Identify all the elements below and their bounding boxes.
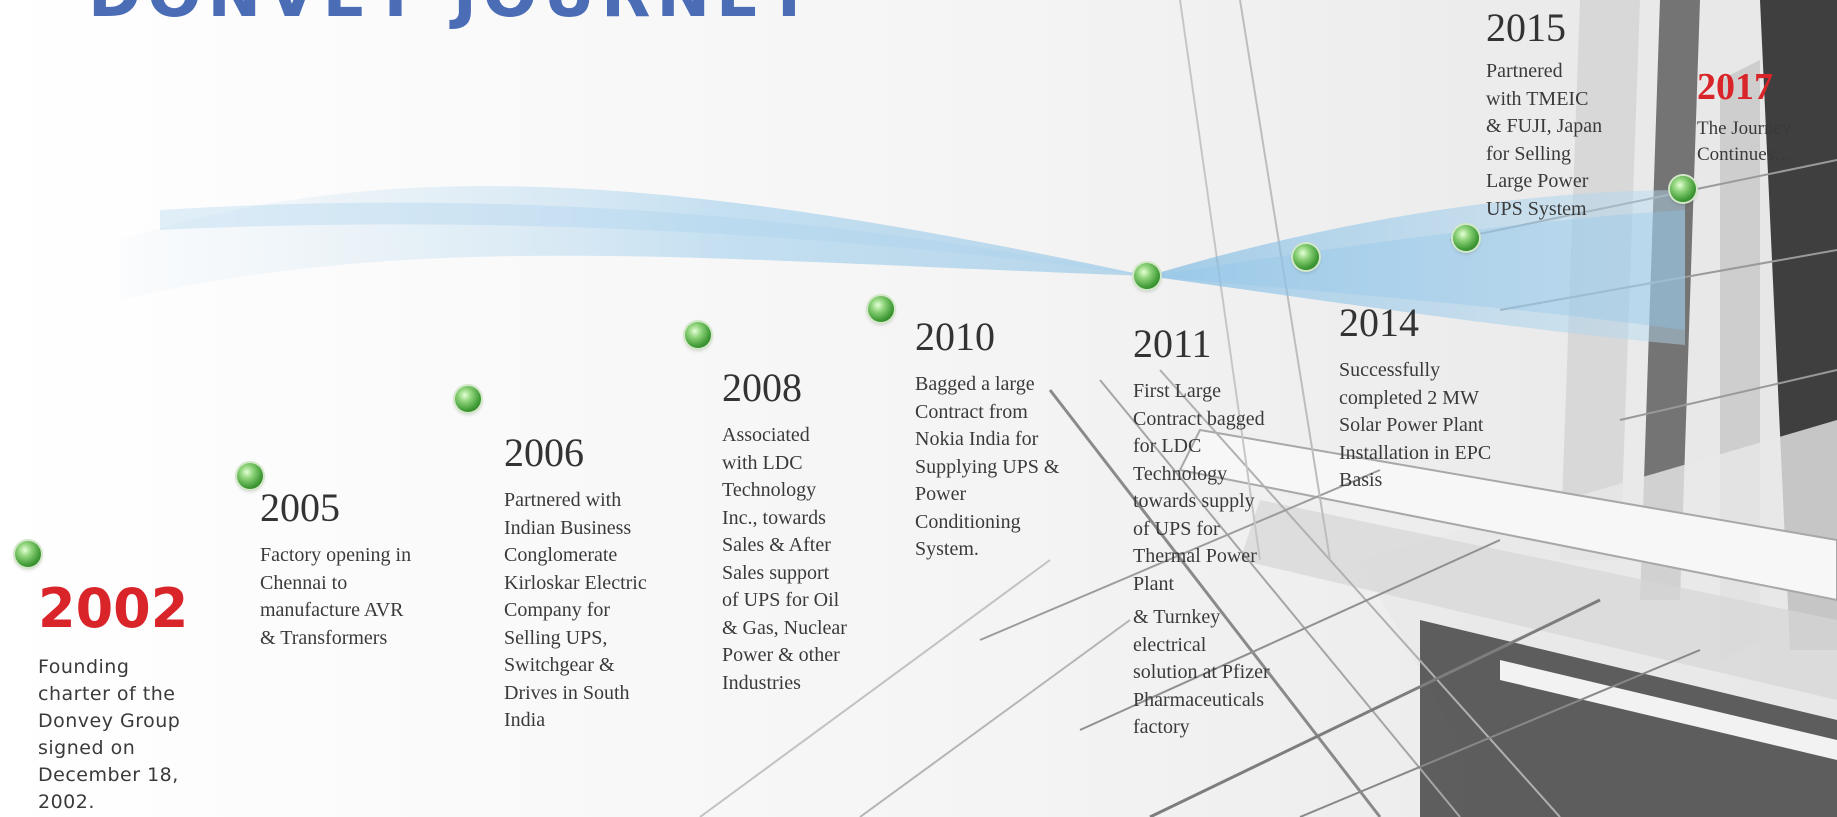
milestone-dot-2017 (1670, 176, 1696, 202)
milestone-text: Successfully completed 2 MW Solar Power … (1339, 359, 1492, 491)
architecture-beams (699, 0, 1837, 817)
milestone-2017: 2017 The Journey Continues… (1697, 68, 1835, 167)
milestone-year: 2006 (504, 430, 584, 475)
milestone-2002: 2002 Founding charter of the Donvey Grou… (38, 582, 228, 816)
milestone-2006: 2006 Partnered with Indian Business Cong… (504, 433, 704, 735)
milestone-text: Partnered with Indian Business Conglomer… (504, 489, 647, 731)
milestone-year: 2010 (915, 314, 995, 359)
milestone-2010: 2010 Bagged a large Contract from Nokia … (915, 317, 1105, 564)
milestone-year: 2015 (1486, 5, 1566, 50)
milestone-year: 2002 (38, 577, 189, 640)
milestone-2014: 2014 Successfully completed 2 MW Solar P… (1339, 303, 1539, 495)
milestone-2008: 2008 Associated with LDC Technology Inc.… (722, 368, 902, 697)
milestone-text: Factory opening in Chennai to manufactur… (260, 544, 412, 649)
milestone-dot-2012 (1293, 244, 1319, 270)
milestone-year: 2014 (1339, 300, 1419, 345)
milestone-text: Partnered with TMEIC & FUJI, Japan for S… (1486, 60, 1603, 220)
timeline-ribbon (120, 186, 1685, 345)
milestone-2015: 2015 Partnered with TMEIC & FUJI, Japan … (1486, 8, 1656, 223)
milestone-dot-2015 (1453, 225, 1479, 251)
milestone-year: 2005 (260, 485, 340, 530)
milestone-text-continued: & Turnkey electrical solution at Pfizer … (1133, 606, 1270, 738)
page-title: DONVEY JOURNEY (88, 0, 818, 32)
milestone-2011: 2011 First Large Contract bagged for LDC… (1133, 324, 1323, 742)
milestone-text: Associated with LDC Technology Inc., tow… (722, 424, 847, 694)
milestone-year: 2008 (722, 365, 802, 410)
milestone-year: 2017 (1697, 66, 1773, 108)
milestone-dot-2010 (868, 296, 894, 322)
milestone-dot-2008 (685, 322, 711, 348)
milestone-year: 2011 (1133, 321, 1212, 366)
milestone-dot-2002 (15, 541, 41, 567)
milestone-dot-2005 (237, 463, 263, 489)
milestone-text: The Journey Continues… (1697, 118, 1794, 165)
milestone-dot-2006 (455, 386, 481, 412)
milestone-text: First Large Contract bagged for LDC Tech… (1133, 380, 1265, 595)
milestone-dot-2011 (1134, 263, 1160, 289)
milestone-2005: 2005 Factory opening in Chennai to manuf… (260, 488, 460, 652)
milestone-text: Founding charter of the Donvey Group sig… (38, 656, 181, 813)
milestone-text: Bagged a large Contract from Nokia India… (915, 373, 1060, 560)
